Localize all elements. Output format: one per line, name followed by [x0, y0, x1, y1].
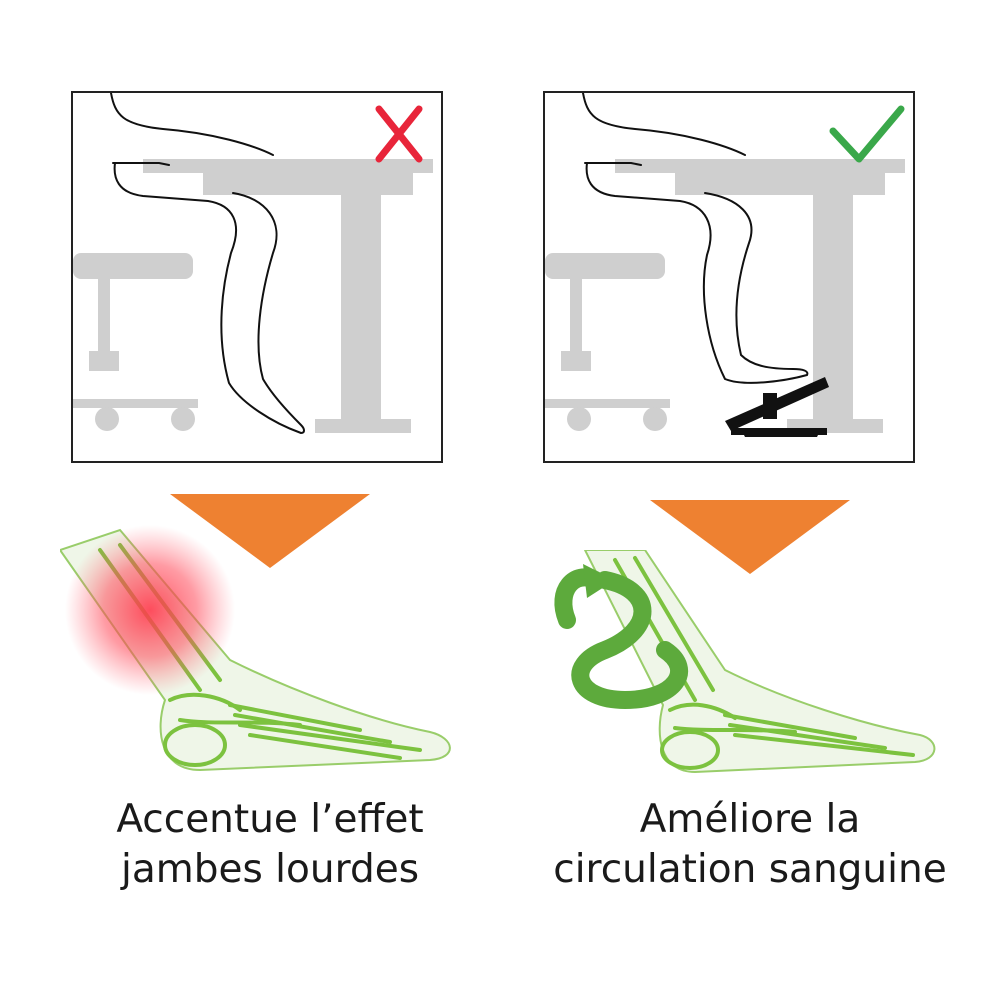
- cross-icon: [375, 105, 423, 163]
- chair: [545, 253, 670, 431]
- down-arrow-icon: [170, 494, 370, 568]
- inflammation-glow: [65, 525, 235, 695]
- checkmark-icon: [829, 105, 905, 163]
- leg-xray-circulation: [554, 550, 936, 774]
- caption-circulation: Améliore la circulation sanguine: [520, 795, 980, 895]
- panel-with-footrest: [543, 91, 915, 463]
- person-outline: [582, 93, 809, 384]
- sitting-illustration-no-footrest: [73, 93, 433, 434]
- caption-heavy-legs: Accentue l’effet jambes lourdes: [40, 795, 500, 895]
- caption-line-2: circulation sanguine: [553, 847, 947, 892]
- person-outline: [110, 93, 305, 434]
- down-arrow-icon: [650, 500, 850, 574]
- arrow-head: [583, 564, 615, 598]
- chair: [73, 253, 198, 431]
- desk: [615, 159, 905, 433]
- footrest: [725, 377, 829, 437]
- leg-xray-inflamed: [60, 525, 451, 772]
- caption-line-1: Améliore la: [639, 797, 861, 842]
- caption-line-1: Accentue l’effet: [116, 797, 424, 842]
- desk: [143, 159, 433, 433]
- panel-without-footrest: [71, 91, 443, 463]
- sitting-illustration-with-footrest: [545, 93, 905, 437]
- caption-line-2: jambes lourdes: [120, 847, 420, 892]
